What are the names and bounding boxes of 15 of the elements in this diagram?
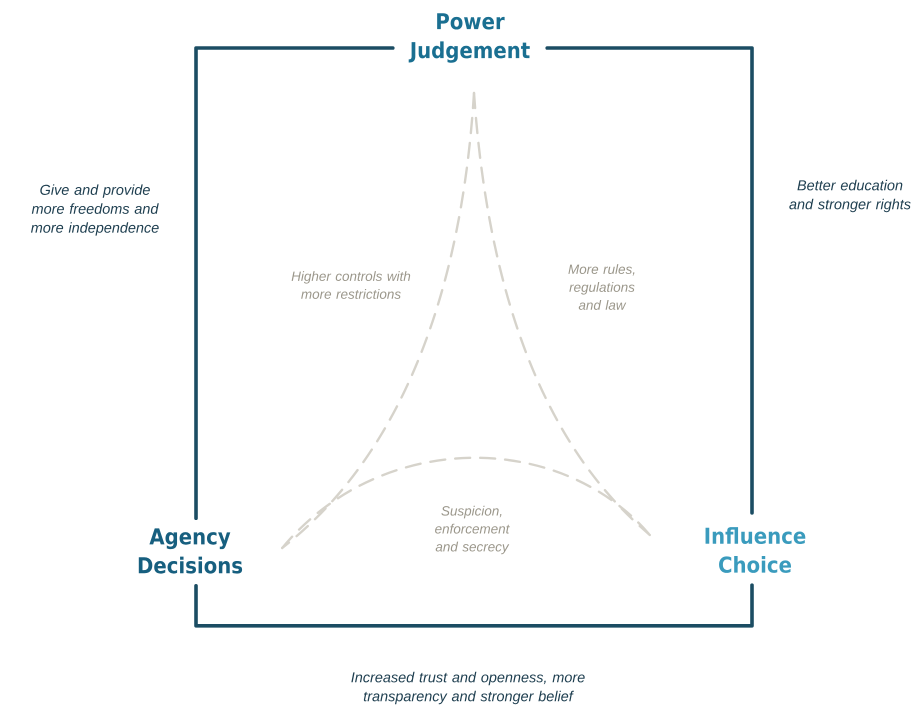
edge-label: Better education and stronger rights [789, 180, 911, 212]
connector-line [472, 92, 651, 536]
connector-line [281, 92, 476, 550]
edge-label: Increased trust and openness, more transparency and stronger belief [351, 672, 585, 704]
edge-label: Suspicion, enforcement and secrecy [435, 506, 510, 554]
node-title: Power Judgement [408, 13, 530, 63]
connector-line [281, 456, 651, 550]
edge-label: Higher controls with more restrictions [292, 271, 410, 299]
node-title: Influence Choice [706, 527, 806, 573]
node-title: Agency Decisions [138, 528, 242, 574]
connector-line [545, 46, 754, 515]
connector-line [194, 583, 754, 628]
edge-label: More rules, regulations and law [568, 264, 635, 310]
connector-line [194, 46, 395, 520]
edge-label: Give and provide more freedoms and more independence [31, 184, 159, 236]
